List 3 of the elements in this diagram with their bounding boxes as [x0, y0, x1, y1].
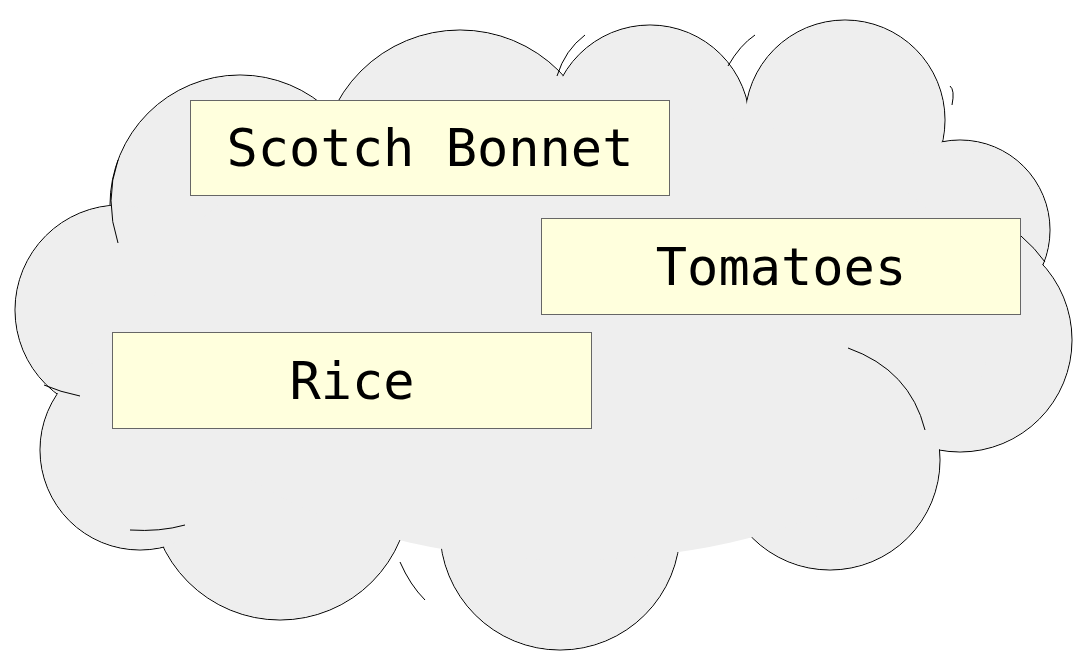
- label-box: Scotch Bonnet: [190, 100, 670, 196]
- label-box: Rice: [112, 332, 592, 429]
- label-box: Tomatoes: [541, 218, 1021, 315]
